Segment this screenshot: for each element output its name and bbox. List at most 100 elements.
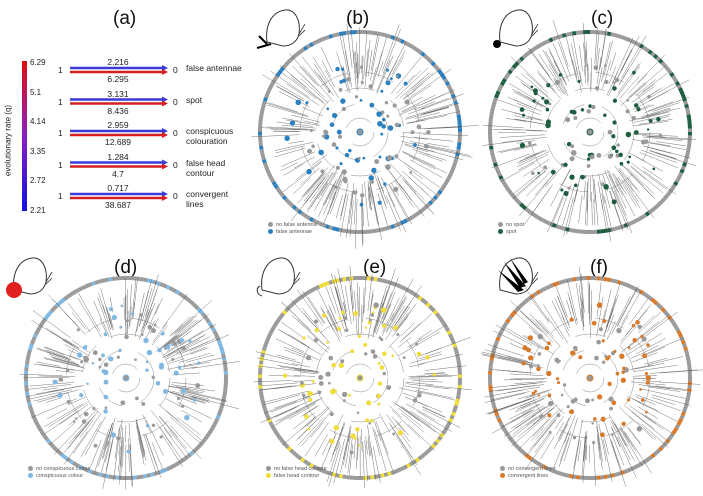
trait-ring-segment: [447, 328, 449, 331]
tree-tip-branch: [572, 31, 581, 80]
tree-tip-branch: [593, 175, 595, 203]
trait-ring-segment: [105, 476, 108, 477]
trait-ring-segment: [70, 293, 73, 295]
node-state-pie: [611, 433, 614, 436]
tree-tip-branch: [642, 312, 678, 339]
node-state-pie: [341, 68, 344, 71]
node-state-pie: [597, 153, 602, 158]
trait-ring-segment: [404, 466, 407, 468]
tree-tip-branch: [620, 428, 629, 443]
tree-tip-branch: [642, 424, 669, 448]
node-state-pie: [330, 412, 334, 416]
trait-ring-segment: [492, 149, 493, 152]
node-state-pie: [541, 97, 544, 100]
trait-ring-segment: [388, 473, 391, 474]
tree-tip-branch: [330, 308, 342, 337]
tree-tip-branch: [596, 33, 599, 67]
tree-tip-branch: [155, 298, 163, 315]
trait-ring-segment: [492, 153, 493, 156]
node-state-pie: [587, 164, 591, 168]
trait-ring-segment: [221, 406, 222, 409]
node-state-pie: [360, 66, 363, 69]
trait-ring-segment: [391, 226, 394, 227]
trait-ring-segment: [377, 280, 380, 281]
tree-tip-branch: [293, 381, 313, 382]
tree-tip-branch: [394, 402, 419, 420]
tree-tip-branch: [555, 284, 567, 317]
node-state-pie: [342, 107, 346, 111]
trait-name: false antennae: [186, 63, 242, 73]
trait-ring-segment: [286, 199, 288, 202]
tree-tip-branch: [562, 169, 570, 184]
trait-ring-segment: [267, 415, 268, 418]
node-state-pie: [79, 393, 83, 397]
trait-ring-segment: [604, 279, 607, 280]
trait-ring-segment: [41, 431, 43, 434]
trait-ring-segment: [688, 361, 689, 364]
tree-tip-branch: [279, 410, 300, 421]
trait-ring-segment: [98, 474, 101, 475]
node-state-pie: [611, 134, 615, 138]
trait-ring-segment: [607, 34, 610, 35]
node-state-pie: [612, 199, 617, 204]
trait-ring-segment: [537, 291, 540, 293]
trait-name-line-2: contour: [186, 168, 225, 178]
node-state-pie: [627, 398, 630, 401]
trait-ring-segment: [277, 434, 279, 437]
trait-ring-segment: [688, 357, 689, 360]
node-state-pie: [318, 375, 323, 380]
color-scale-bar: [22, 61, 27, 211]
trait-ring-segment: [307, 45, 310, 47]
node-state-pie: [604, 355, 607, 358]
trait-ring-segment: [543, 220, 546, 222]
trait-ring-segment: [454, 409, 455, 412]
trait-ring-segment: [422, 299, 425, 301]
node-state-pie: [424, 144, 429, 149]
trait-ring-segment: [223, 354, 224, 357]
trait-ring-segment: [38, 425, 40, 428]
trait-ring-segment: [499, 419, 500, 422]
trait-ring-segment: [147, 475, 150, 476]
node-state-pie: [364, 352, 367, 355]
legend-dot-present: [268, 229, 273, 234]
node-state-pie: [601, 417, 606, 422]
tree-tip-branch: [315, 434, 328, 456]
trait-ring-segment: [384, 474, 387, 475]
trait-ring-segment: [207, 319, 209, 322]
trait-ring-segment: [38, 328, 40, 331]
trait-ring-segment: [437, 68, 439, 71]
trait-ring-segment: [677, 328, 679, 331]
tree-tip-branch: [261, 383, 299, 386]
trait-ring-segment: [556, 472, 559, 473]
tree-tip-branch: [602, 194, 611, 241]
trait-ring-segment: [275, 76, 277, 79]
trait-ring-segment: [404, 220, 407, 222]
trait-ring-segment: [627, 39, 630, 40]
trait-ring-segment: [203, 314, 205, 317]
trait-ring-segment: [559, 227, 562, 228]
arrow-head: [162, 132, 168, 138]
trait-ring-segment: [43, 319, 45, 322]
trait-ring-segment: [310, 290, 313, 292]
tree-tip-branch: [327, 311, 341, 339]
trait-ring-segment: [507, 73, 509, 76]
trait-ring-segment: [267, 91, 268, 94]
node-state-pie: [382, 118, 386, 122]
trait-ring-segment: [492, 111, 493, 114]
trait-ring-segment: [518, 306, 520, 308]
node-state-pie: [135, 397, 139, 401]
trait-ring-segment: [569, 34, 572, 35]
trait-ring-segment: [416, 49, 419, 51]
node-state-pie: [328, 90, 331, 93]
tree-tip-branch: [127, 311, 128, 334]
node-state-pie: [607, 382, 611, 386]
node-state-pie: [351, 433, 356, 438]
node-state-pie: [634, 130, 639, 135]
trait-ring-segment: [427, 304, 430, 306]
node-state-pie: [645, 411, 648, 414]
trait-ring-segment: [298, 51, 301, 53]
trait-ring-segment: [662, 63, 664, 66]
node-state-pie: [350, 349, 354, 353]
trait-ring-segment: [546, 287, 549, 288]
node-state-pie: [358, 335, 361, 338]
